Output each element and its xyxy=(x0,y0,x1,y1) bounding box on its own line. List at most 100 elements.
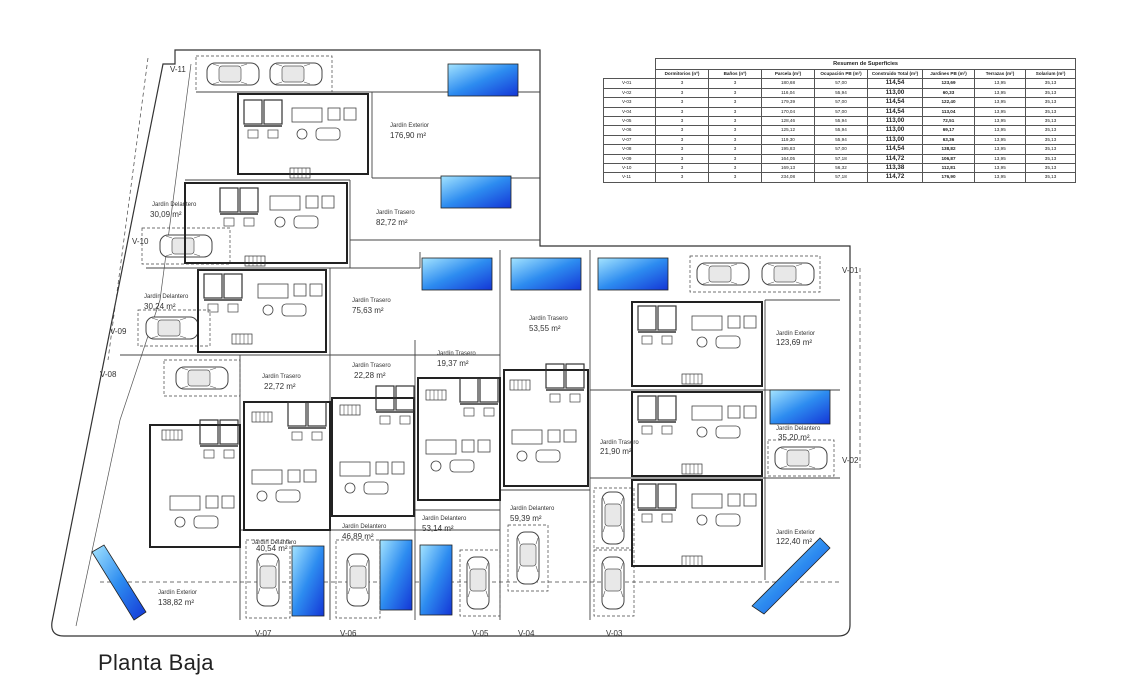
table-cell: 35,13 xyxy=(1024,78,1077,89)
table-cell: 113,38 xyxy=(867,163,923,174)
table-cell: 114,54 xyxy=(867,97,923,108)
pool xyxy=(769,389,831,425)
garden-name: Jardín Trasero xyxy=(352,363,391,369)
table-cell: 35,13 xyxy=(1024,116,1077,127)
row-villa: V-03 xyxy=(603,97,656,108)
garden-name: Jardín Delantero xyxy=(342,524,387,530)
garden-area: 35,20 m² xyxy=(778,433,810,442)
villa-label: V-11 xyxy=(170,65,186,74)
column-header: Jardines PB (m²) xyxy=(922,68,975,80)
table-cell: 13,95 xyxy=(974,97,1026,108)
column-header: Baños (nº) xyxy=(708,68,762,80)
column-header: Parcela (m²) xyxy=(761,68,815,80)
table-cell: 35,13 xyxy=(1024,144,1077,155)
garden-name: Jardín Trasero xyxy=(529,316,568,322)
pool xyxy=(421,257,493,291)
table-cell: 3 xyxy=(655,153,709,165)
table-cell: 113,00 xyxy=(867,87,923,99)
table-cell: 69,17 xyxy=(922,125,975,136)
table-cell: 3 xyxy=(655,144,709,155)
table-cell: 170,04 xyxy=(761,106,815,118)
table-cell: 3 xyxy=(708,87,762,99)
table-cell: 13,95 xyxy=(974,144,1026,155)
pool xyxy=(510,257,582,291)
garden-area: 122,40 m² xyxy=(776,537,812,546)
table-cell: 3 xyxy=(655,116,709,127)
table-cell: 35,13 xyxy=(1024,172,1077,183)
table-cell: 195,83 xyxy=(761,144,815,155)
row-villa: V-06 xyxy=(603,125,656,136)
table-cell: 63,36 xyxy=(922,134,975,146)
table-cell: 3 xyxy=(708,153,762,165)
garden-area: 176,90 m² xyxy=(390,131,426,140)
garden-area: 59,39 m² xyxy=(510,514,542,523)
table-cell: 114,54 xyxy=(867,144,923,155)
garden-name: Jardín Trasero xyxy=(376,210,415,216)
table-cell: 35,13 xyxy=(1024,106,1077,118)
garden-name: Jardín Trasero xyxy=(262,374,301,380)
villa-label: V-01 xyxy=(842,266,859,275)
villa-label: V-10 xyxy=(132,237,149,246)
surface-table: Resumen de Superficies Dormitorios (nº)B… xyxy=(603,58,1077,183)
villa-labels: V-11 V-10 V-09 V-08 V-07 V-06 V-05 V-04 … xyxy=(100,65,859,638)
pool xyxy=(751,537,831,615)
row-villa: V-08 xyxy=(603,144,656,155)
table-cell: 176,90 xyxy=(922,172,975,183)
garden-area: 30,24 m² xyxy=(144,302,176,311)
villa-label: V-02 xyxy=(842,456,859,465)
table-cell: 3 xyxy=(655,97,709,108)
pool xyxy=(419,544,453,616)
garden-name: Jardín Trasero xyxy=(437,351,476,357)
villa-label: V-06 xyxy=(340,629,357,638)
table-cell: 57,18 xyxy=(814,153,868,165)
column-header: Dormitorios (nº) xyxy=(655,68,709,80)
garden-labels: Jardín Exterior 176,90 m² Jardín Delante… xyxy=(144,123,821,607)
table-cell: 138,82 xyxy=(922,144,975,155)
garden-area: 75,63 m² xyxy=(352,306,384,315)
table-cell: 35,13 xyxy=(1024,125,1077,136)
table-cell: 3 xyxy=(708,134,762,146)
garden-name: Jardín Trasero xyxy=(600,440,639,446)
table-cell: 3 xyxy=(708,144,762,155)
table-cell: 116,04 xyxy=(761,87,815,99)
table-cell: 3 xyxy=(708,172,762,183)
table-cell: 128,46 xyxy=(761,116,815,127)
villa-label: V-07 xyxy=(255,629,272,638)
garden-area: 40,54 m² xyxy=(256,544,288,553)
pool xyxy=(447,63,519,97)
table-cell: 3 xyxy=(655,134,709,146)
pool xyxy=(291,545,325,617)
houses xyxy=(149,93,763,567)
plan-caption: Planta Baja xyxy=(98,650,214,675)
garden-name: Jardín Delantero xyxy=(144,294,189,300)
table-cell: 113,04 xyxy=(922,106,975,118)
garden-name: Jardín Exterior xyxy=(776,530,815,536)
garden-name: Jardín Exterior xyxy=(158,590,197,596)
garden-name: Jardín Delantero xyxy=(252,540,297,546)
table-cell: 123,69 xyxy=(922,78,975,89)
row-villa: V-09 xyxy=(603,153,656,165)
row-villa: V-11 xyxy=(603,172,656,183)
table-cell: 114,54 xyxy=(867,106,923,118)
table-cell: 57,00 xyxy=(814,144,868,155)
table-cell: 3 xyxy=(655,163,709,174)
table-cell: 57,00 xyxy=(814,106,868,118)
table-cell: 3 xyxy=(708,125,762,136)
table-cell: 13,95 xyxy=(974,78,1026,89)
garden-name: Jardín Delantero xyxy=(152,202,197,208)
table-cell: 3 xyxy=(708,116,762,127)
table-cell: 35,13 xyxy=(1024,134,1077,146)
table-cell: 3 xyxy=(655,172,709,183)
table-cell: 113,00 xyxy=(867,125,923,136)
table-cell: 13,95 xyxy=(974,134,1026,146)
table-cell: 3 xyxy=(655,78,709,89)
table-cell: 55,94 xyxy=(814,116,868,127)
garden-area: 46,89 m² xyxy=(342,532,374,541)
